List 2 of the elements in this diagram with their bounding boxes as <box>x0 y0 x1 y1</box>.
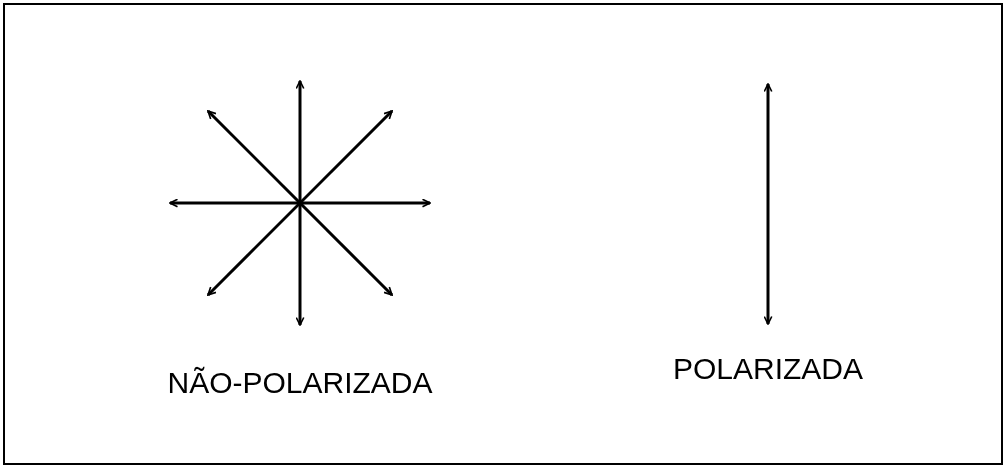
caption-text: POLARIZADA <box>672 352 864 386</box>
caption-text: NÃO-POLARIZADA <box>167 366 433 400</box>
